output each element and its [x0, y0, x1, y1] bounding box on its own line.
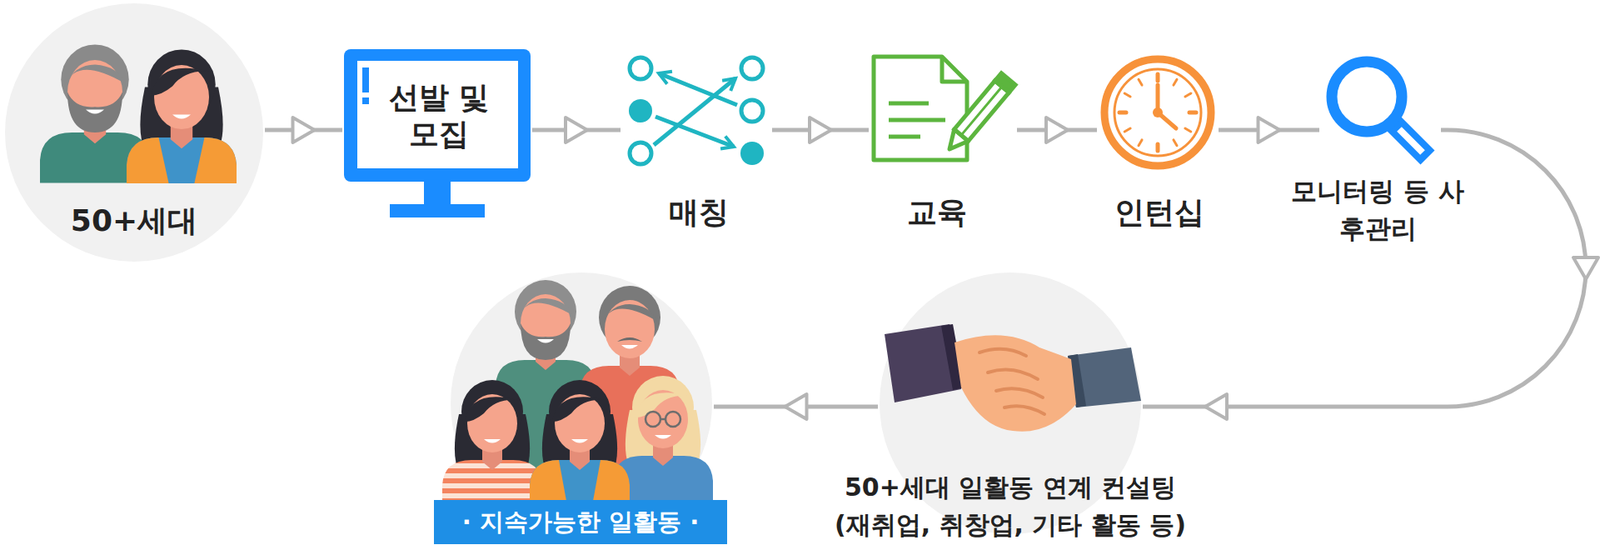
step-label: 매칭: [668, 191, 729, 234]
education-step: 교육: [870, 53, 1016, 164]
edu-icon: [870, 53, 1016, 164]
magnifier-icon: [1320, 50, 1439, 169]
step-label: 50+세대 일활동 연계 컨설팅: [844, 469, 1177, 505]
label-holder: (재취업, 취창업, 기타 활동 등): [834, 507, 1187, 543]
monitoring-step: 모니터링 등 사후관리: [1320, 50, 1439, 169]
label-holder: 50+세대: [70, 199, 198, 242]
match-icon: [622, 53, 771, 169]
arrow-head: [809, 117, 832, 143]
arrow-head: [785, 393, 808, 419]
label-holder: 인턴십: [1114, 191, 1205, 234]
arrow-head: [293, 117, 315, 143]
flow-connector: [713, 393, 878, 419]
step-label: 50+세대: [70, 199, 198, 242]
matching-step: 매칭: [622, 53, 771, 169]
arrow-head: [1205, 393, 1227, 419]
flow-connector: [1218, 117, 1320, 143]
arrow-head: [565, 117, 588, 143]
arrow-head: [1046, 117, 1068, 143]
outcome-circle: · 지속가능한 일활동 ·: [450, 272, 713, 534]
label-holder: 교육: [907, 191, 967, 234]
flow-connector: [264, 117, 343, 143]
flow-connector: [1016, 117, 1097, 143]
connector-line: [1142, 129, 1586, 407]
step-label: 모니터링 등 사후관리: [1290, 172, 1466, 248]
people5-icon: [450, 272, 713, 534]
flow-connector: [772, 117, 869, 143]
group-circle: 50+세대: [4, 3, 264, 262]
band-title: · 지속가능한 일활동 ·: [453, 504, 708, 539]
step-label: 교육: [907, 191, 967, 234]
title-band: · 지속가능한 일활동 ·: [433, 499, 728, 544]
consulting-circle: 50+세대 일활동 연계 컨설팅(재취업, 취창업, 기타 활동 등): [879, 272, 1142, 534]
flow-connector: [1142, 129, 1599, 419]
monitor-step: 선발 및 모집: [343, 49, 531, 219]
label-holder: 모니터링 등 사후관리: [1290, 172, 1466, 248]
label-holder: 50+세대 일활동 연계 컨설팅: [844, 469, 1177, 505]
arrow-head: [1573, 257, 1599, 280]
label-holder: 매칭: [668, 191, 729, 234]
label-holder: 선발 및 모집: [372, 79, 506, 153]
clock-icon: [1098, 53, 1217, 172]
step-label: 인턴십: [1114, 191, 1205, 234]
step-label: 선발 및 모집: [372, 79, 506, 153]
internship-step: 인턴십: [1098, 53, 1217, 172]
arrow-head: [1258, 117, 1281, 143]
step-label: (재취업, 취창업, 기타 활동 등): [834, 507, 1187, 543]
flow-connector: [532, 117, 621, 143]
